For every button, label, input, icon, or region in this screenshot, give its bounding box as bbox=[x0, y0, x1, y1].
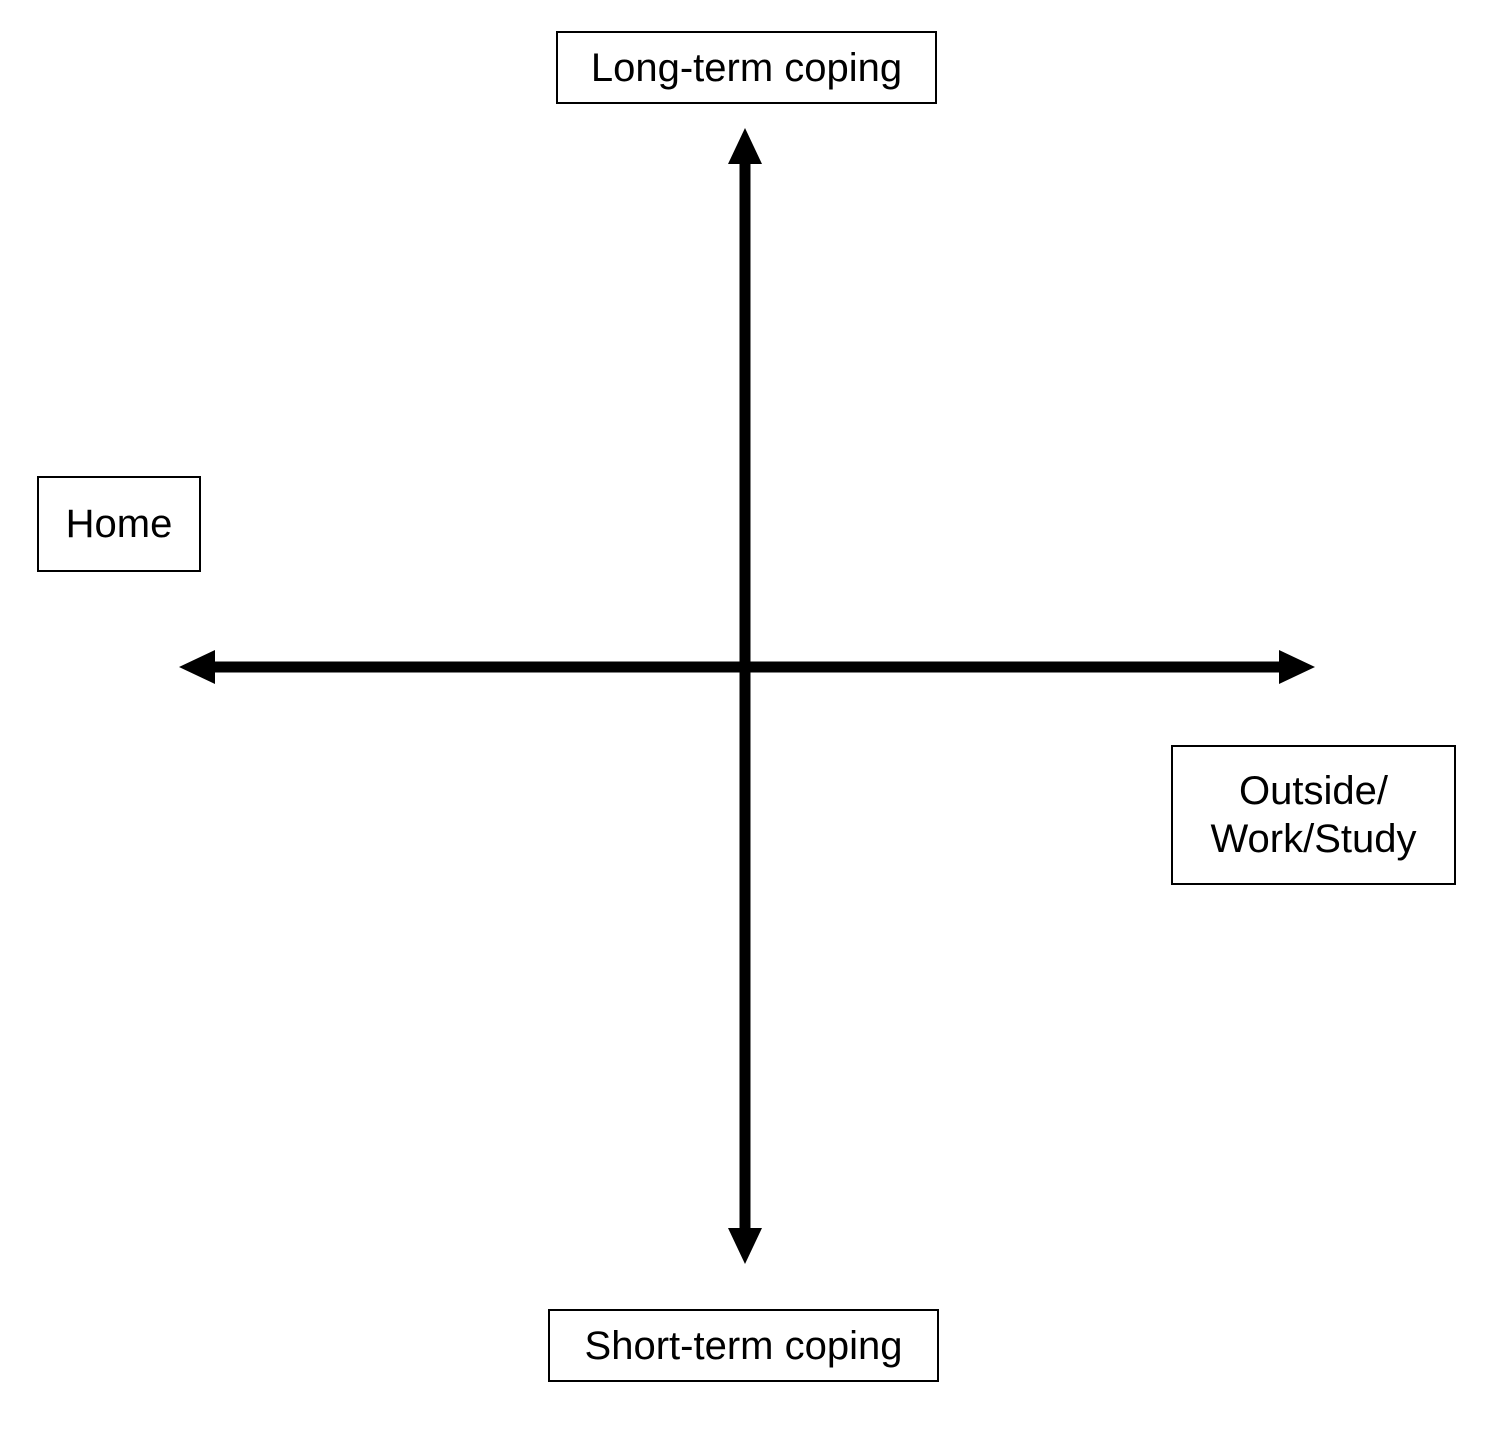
right-axis-label-box: Outside/ Work/Study bbox=[1171, 745, 1456, 885]
left-axis-label: Home bbox=[65, 502, 173, 546]
right-axis-label-line2: Work/Study bbox=[1210, 817, 1417, 861]
left-axis-label-box: Home bbox=[37, 476, 201, 572]
right-axis-label-line1: Outside/ bbox=[1239, 769, 1388, 813]
arrowhead-down bbox=[728, 1228, 762, 1264]
arrowhead-up bbox=[728, 128, 762, 164]
bottom-axis-label: Short-term coping bbox=[584, 1323, 903, 1368]
top-axis-label: Long-term coping bbox=[590, 45, 903, 90]
arrowhead-left bbox=[179, 650, 215, 684]
bottom-axis-label-box: Short-term coping bbox=[548, 1309, 939, 1382]
top-axis-label-box: Long-term coping bbox=[556, 31, 937, 104]
arrowhead-right bbox=[1279, 650, 1315, 684]
